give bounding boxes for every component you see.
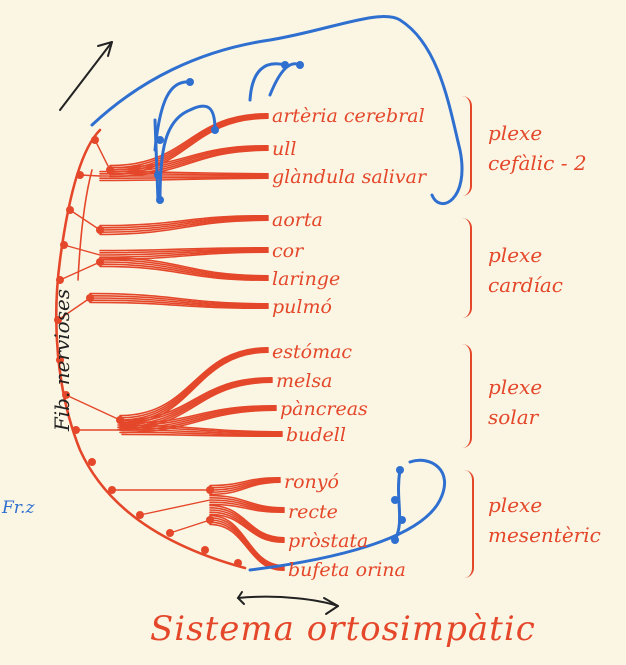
- cranial-ganglion: [156, 136, 164, 144]
- sympathetic-nerve-fibers: [56, 114, 284, 570]
- organ-label-budell: budell: [286, 426, 346, 445]
- sacral-ganglion: [398, 516, 406, 524]
- connection-0: [95, 140, 110, 170]
- brace-solar: [460, 344, 472, 448]
- connection-3: [64, 245, 100, 255]
- chain-ganglion: [88, 458, 96, 466]
- prevertebral-ganglion: [206, 516, 214, 524]
- prevertebral-ganglion: [116, 416, 124, 424]
- sacral-arc: [250, 460, 445, 570]
- organ-label-pancreas: pàncreas: [280, 400, 368, 419]
- chain-ganglion: [76, 171, 84, 179]
- sacral-branch: [395, 470, 400, 540]
- chain-ganglion: [91, 136, 99, 144]
- organ-label-laringe: laringe: [272, 270, 340, 289]
- sacral-ganglion: [396, 466, 404, 474]
- organ-label-ronyo: ronyó: [284, 473, 339, 492]
- connection-2: [70, 210, 100, 230]
- plexus-label-solar: plexe solar: [488, 372, 578, 432]
- plexus-label-cardiac: plexe cardíac: [488, 240, 578, 300]
- organ-label-recte: recte: [288, 503, 338, 522]
- chain-branch: [78, 170, 92, 280]
- cranial-ganglion: [154, 171, 162, 179]
- organ-label-pulmo: pulmó: [272, 298, 332, 317]
- prevertebral-ganglion: [106, 166, 114, 174]
- chain-ganglion: [136, 511, 144, 519]
- chain-ganglion: [108, 486, 116, 494]
- chain-ganglion: [66, 206, 74, 214]
- cranial-branch-3: [250, 64, 285, 100]
- chain-ganglion: [201, 546, 209, 554]
- brace-cardiac: [460, 218, 472, 318]
- prevertebral-ganglion: [96, 258, 104, 266]
- cranial-ganglion: [211, 126, 219, 134]
- organ-label-bufeta: bufeta orina: [288, 561, 406, 580]
- connection-8: [140, 500, 210, 515]
- cranial-ganglion: [156, 196, 164, 204]
- chain-ganglion: [234, 559, 242, 567]
- cranial-ganglion: [281, 61, 289, 69]
- prevertebral-ganglion: [206, 486, 214, 494]
- cranial-ganglion: [296, 61, 304, 69]
- margin-note: Fr.z: [2, 500, 34, 517]
- organ-label-prostata: pròstata: [288, 532, 368, 551]
- arrow-top: [60, 42, 112, 110]
- chain-ganglion: [60, 241, 68, 249]
- diagram-title: Sistema ortosimpàtic: [150, 612, 536, 646]
- direction-arrows: [60, 42, 338, 614]
- organ-label-melsa: melsa: [276, 372, 332, 391]
- connection-9: [170, 520, 210, 533]
- organ-label-cor: cor: [272, 242, 303, 261]
- cranial-ganglion: [186, 78, 194, 86]
- brace-mesenteric: [462, 470, 474, 578]
- organ-label-ull: ull: [272, 140, 296, 159]
- organ-label-aorta: aorta: [272, 211, 323, 230]
- chain-label: Fib. nervioses: [52, 280, 72, 440]
- organ-label-estomac: estómac: [272, 343, 352, 362]
- sacral-ganglion: [391, 536, 399, 544]
- plexus-label-cefalic: plexe cefàlic - 2: [488, 118, 598, 178]
- prevertebral-ganglion: [86, 294, 94, 302]
- plexus-label-mesenteric: plexe mesentèric: [488, 490, 608, 550]
- organ-label-arteria: artèria cerebral: [272, 107, 425, 126]
- arrow-bottom: [238, 597, 338, 606]
- parasympathetic-nerve-fibers: [92, 17, 462, 570]
- prevertebral-ganglion: [96, 226, 104, 234]
- connection-6: [66, 395, 120, 420]
- sacral-ganglion: [391, 496, 399, 504]
- connection-4: [60, 262, 100, 280]
- organ-label-glandula: glàndula salivar: [272, 168, 426, 187]
- chain-ganglion: [166, 529, 174, 537]
- brace-cefalic: [460, 96, 472, 196]
- fiber-13: [210, 510, 284, 540]
